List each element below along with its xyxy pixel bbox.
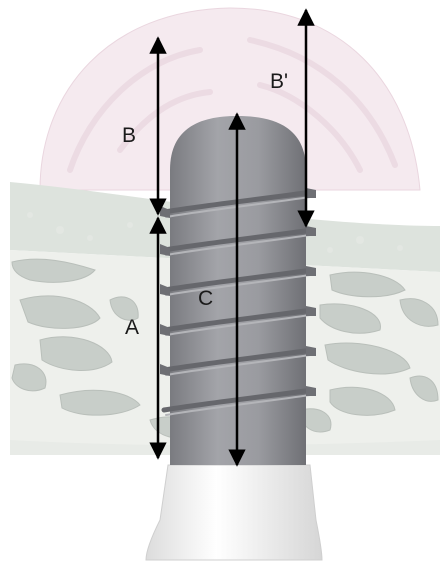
label-b-prime: B' (270, 70, 288, 93)
label-b: B (122, 124, 136, 147)
label-c: C (198, 287, 213, 310)
implant-collar (146, 465, 322, 560)
dental-implant (146, 116, 322, 560)
label-a: A (125, 316, 139, 339)
